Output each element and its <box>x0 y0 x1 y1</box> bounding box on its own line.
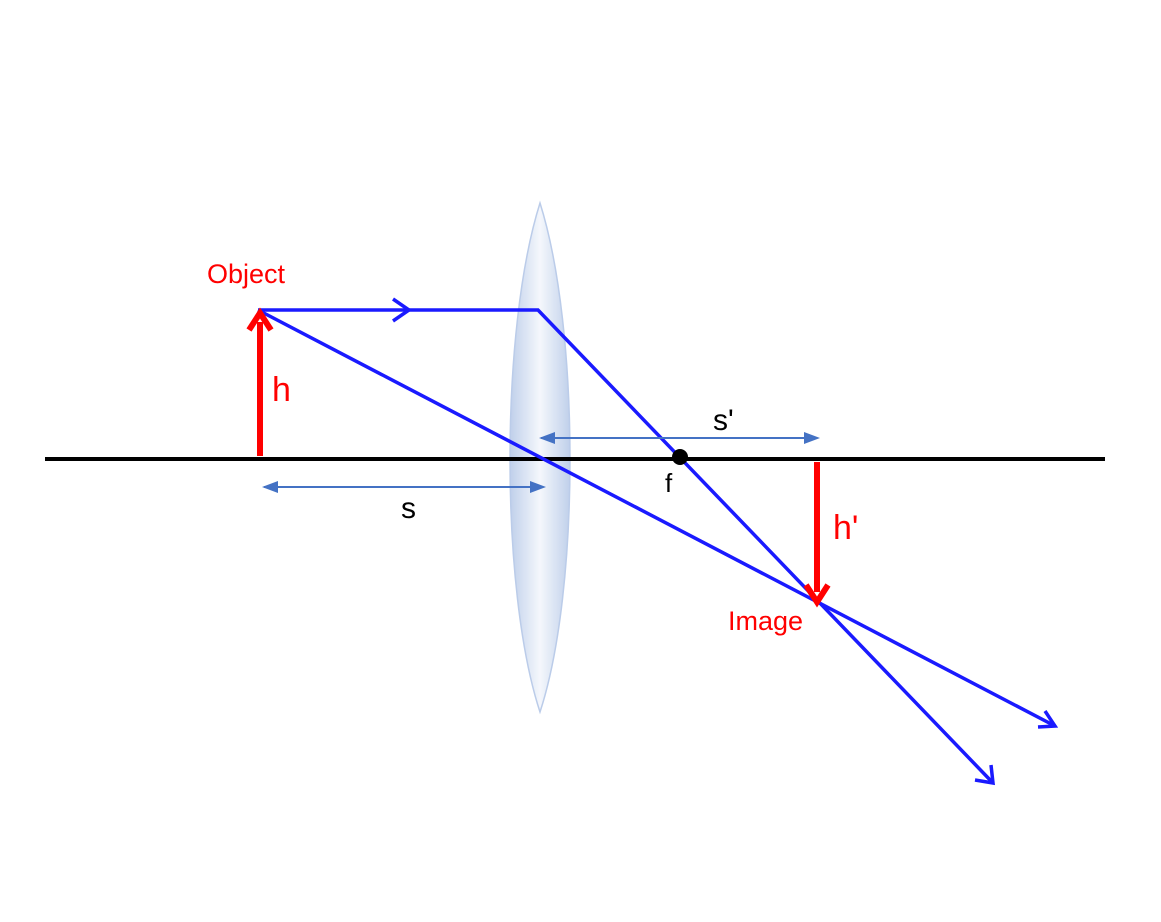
image-height-label: h' <box>833 509 858 547</box>
object-arrowhead <box>246 307 274 332</box>
image-distance-right-arrowhead <box>804 432 820 444</box>
object-distance-left-arrowhead <box>262 481 278 493</box>
object-distance-label: s <box>401 492 416 525</box>
image-label: Image <box>728 606 803 636</box>
image-distance-left-arrowhead <box>539 432 555 444</box>
refracted-ray-arrowhead <box>974 764 995 786</box>
parallel-ray <box>258 308 995 785</box>
object-label: Object <box>207 259 286 289</box>
central-ray-arrowhead <box>1037 710 1059 729</box>
image-arrowhead <box>803 583 831 608</box>
focal-point-dot <box>672 449 688 465</box>
focal-point-label: f <box>665 468 673 498</box>
image-distance-label: s' <box>713 404 734 437</box>
object-height-label: h <box>272 371 291 409</box>
parallel-ray-direction-arrow <box>392 297 413 323</box>
object-distance-right-arrowhead <box>530 481 546 493</box>
central-ray <box>257 308 1056 728</box>
